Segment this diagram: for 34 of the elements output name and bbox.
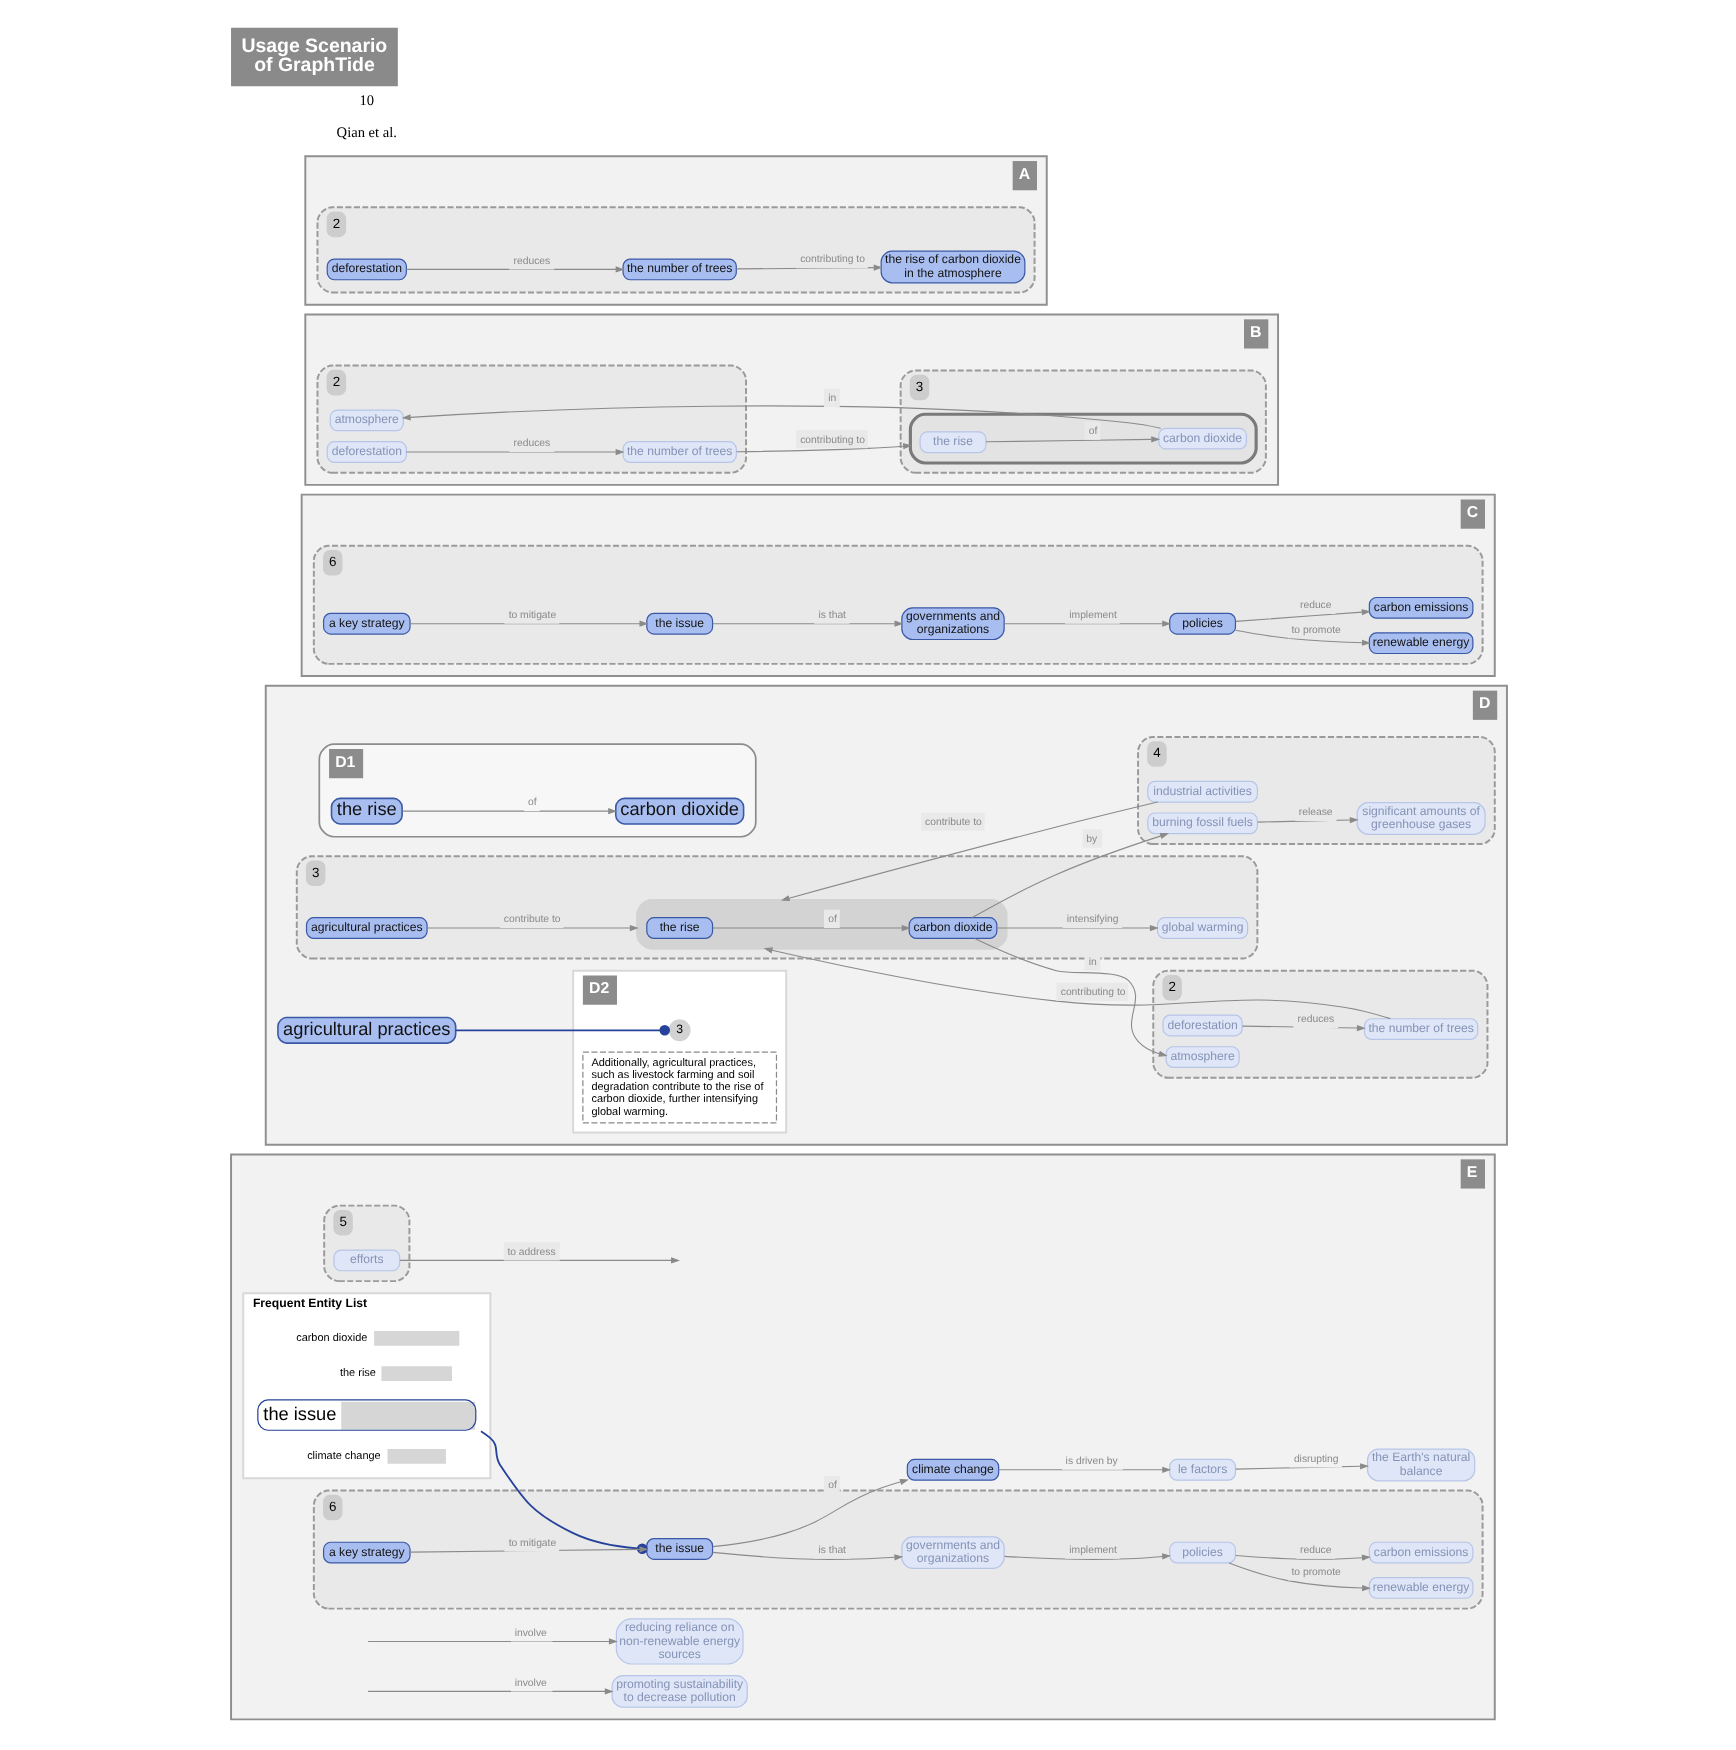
diagram-title: Usage Scenario of GraphTide: [240, 34, 387, 77]
arrow: [366, 1637, 617, 1644]
arrow: [400, 807, 617, 814]
arrow: [400, 404, 1161, 428]
arrow: [735, 442, 912, 452]
arrow: [425, 923, 638, 931]
arrow: [404, 447, 624, 455]
arrow: [970, 832, 1169, 918]
arrow: [711, 923, 910, 931]
arrow: [1234, 1553, 1370, 1560]
arrow: [711, 1550, 903, 1560]
node-box: agricultural practices: [276, 1015, 456, 1043]
arrow: [366, 1687, 613, 1694]
node-box: the rise: [329, 796, 402, 824]
arrow: [973, 936, 1167, 1056]
arrow: [995, 923, 1158, 931]
connector: [453, 1024, 669, 1035]
arrow: [1234, 1462, 1368, 1469]
cluster: [907, 411, 1257, 464]
arrow: [1234, 628, 1370, 645]
arrow: [1234, 608, 1370, 621]
node-box: carbon dioxide: [614, 796, 744, 824]
arrow: [762, 946, 1390, 1019]
arrow: [398, 1256, 679, 1263]
arrow: [711, 1477, 908, 1547]
arrow: [779, 800, 1158, 901]
arrow: [734, 263, 882, 270]
arrow: [1002, 1552, 1171, 1559]
arrow: [1256, 815, 1358, 823]
arrow: [404, 265, 624, 272]
arrow: [711, 619, 903, 626]
arrow: [1240, 1023, 1365, 1031]
arrow: [984, 435, 1160, 442]
cluster: [635, 898, 1007, 949]
